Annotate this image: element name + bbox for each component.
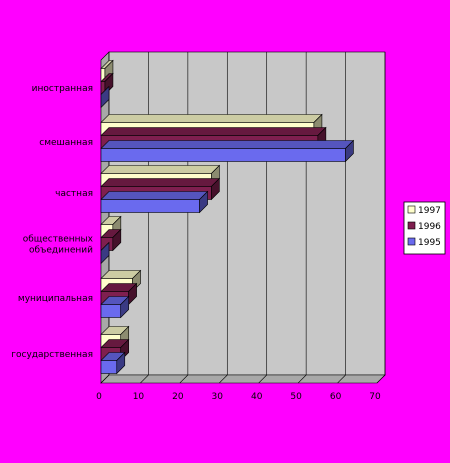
floor-gridline [140,374,149,384]
x-tick-label: 10 [133,392,145,402]
bar-end-face [345,139,354,163]
floor-gridline [179,374,189,384]
bar-top-face [100,191,209,200]
x-tick-label: 70 [369,392,381,402]
category-label: иностранная [32,84,93,94]
bars [100,59,355,375]
bar-front-face [100,199,200,213]
bar [100,351,126,375]
bar [100,241,110,265]
plot-back-wall [108,51,386,376]
floor-gridline [258,374,267,384]
plot-area [100,51,386,384]
bar-end-face [211,177,220,201]
bar [100,139,355,163]
legend-swatch [407,237,416,246]
category-label: частная [55,189,93,199]
bar-end-face [116,351,126,375]
bar-top-face [100,140,355,149]
bar-top-face [100,114,323,123]
legend-swatch [407,221,416,230]
x-tick-label: 30 [212,392,224,402]
x-tick-label: 40 [251,392,263,402]
floor-gridline [337,374,346,384]
legend-label: 1996 [418,222,441,232]
floor-gridline [219,374,228,384]
x-axis-tick-labels: 0 10 20 30 40 50 60 70 [96,392,381,402]
category-label: государственная [11,350,93,360]
x-tick-label: 0 [96,392,102,402]
floor-gridline [376,374,386,384]
floor-gridline [297,374,307,384]
category-label: муниципальная [18,294,93,304]
bar-end-face [120,295,130,319]
legend-label: 1995 [418,238,441,248]
x-tick-label: 60 [330,392,342,402]
bar-front-face [100,360,118,374]
bar-front-face [100,148,346,162]
bar-end-face [199,190,208,214]
bar-top-face [100,165,221,174]
bar-top-face [100,178,221,187]
bar-end-face [100,241,110,265]
bar-front-face [100,304,122,318]
x-tick-label: 50 [290,392,302,402]
bar-top-face [100,127,327,136]
gridlines [100,52,386,384]
plot-floor [100,374,386,384]
bar [100,85,110,109]
legend-swatch [407,205,416,214]
bar [100,295,130,319]
legend-label: 1997 [418,206,441,216]
bar-end-face [100,85,110,109]
floor-gridline [100,374,110,384]
bar [100,190,209,214]
x-tick-label: 20 [172,392,184,402]
bar-end-face [112,228,122,252]
category-label: смешанная [39,138,93,148]
legend: 1997 1996 1995 [403,201,446,255]
